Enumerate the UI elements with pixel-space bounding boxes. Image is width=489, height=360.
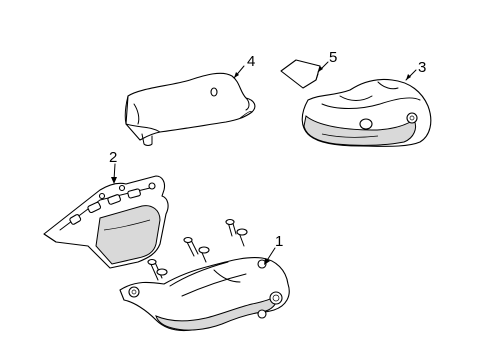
part-1-exhaust-manifold <box>119 218 290 332</box>
arrow-3-icon <box>406 74 411 80</box>
arrow-4-icon <box>234 72 239 78</box>
callout-2: 2 <box>109 149 117 166</box>
arrow-5-icon <box>318 66 323 72</box>
part-3-upper-heat-shield <box>301 78 432 147</box>
part-4-heat-shield <box>124 72 256 146</box>
part-2-manifold-gasket <box>43 175 169 269</box>
callout-leaders <box>111 61 417 265</box>
callout-4: 4 <box>247 53 255 70</box>
callout-5: 5 <box>329 49 337 66</box>
callout-3: 3 <box>418 59 426 76</box>
arrow-1-icon <box>264 258 270 265</box>
callout-1: 1 <box>275 233 283 250</box>
part-5-insulator <box>280 59 321 89</box>
arrow-2-icon <box>111 177 117 184</box>
